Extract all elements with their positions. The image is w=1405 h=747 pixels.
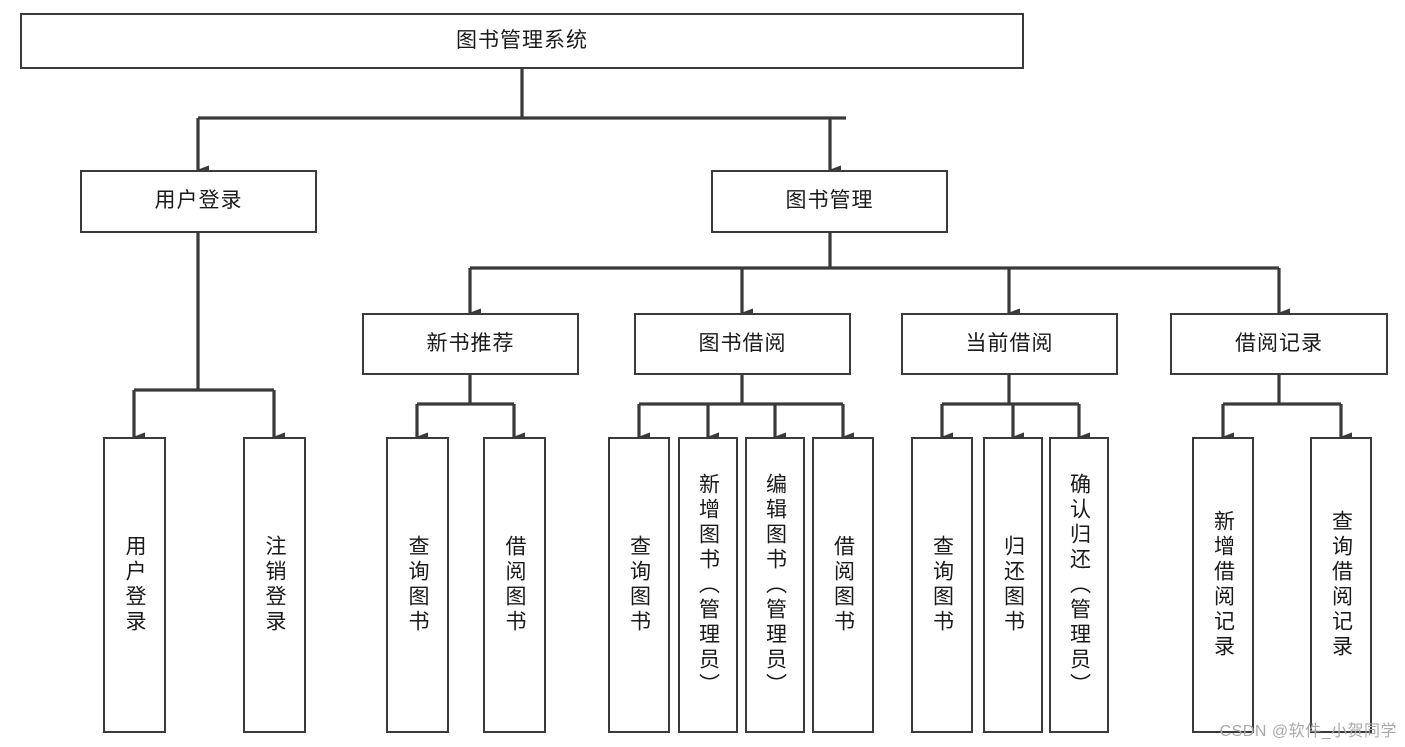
node-leaf-user-logout-label: 注销登录 [263,535,286,635]
node-leaf-user-login-label: 用户登录 [123,535,146,635]
node-leaf-current-query-book[interactable]: 查询图书 [911,437,973,733]
node-leaf-add-book-admin-label: 新增图书（管理员） [696,472,720,698]
node-leaf-return-book-label: 归还图书 [1001,535,1025,635]
node-book-borrow[interactable]: 图书借阅 [634,313,851,375]
node-leaf-borrow-book[interactable]: 借阅图书 [812,437,874,733]
node-user-login-label: 用户登录 [154,189,243,213]
node-leaf-add-borrow-record[interactable]: 新增借阅记录 [1192,437,1254,733]
node-leaf-query-borrow-record-label: 查询借阅记录 [1329,510,1353,660]
node-book-management[interactable]: 图书管理 [711,170,948,233]
node-current-borrow-label: 当前借阅 [965,331,1054,355]
node-leaf-confirm-return-admin-label: 确认归还（管理员） [1067,472,1091,698]
node-leaf-confirm-return-admin[interactable]: 确认归还（管理员） [1049,437,1109,733]
node-book-borrow-label: 图书借阅 [698,331,787,355]
node-leaf-new-query-book-label: 查询图书 [406,535,429,635]
node-leaf-new-query-book[interactable]: 查询图书 [386,437,449,733]
node-current-borrow[interactable]: 当前借阅 [901,313,1118,375]
node-leaf-new-borrow-book-label: 借阅图书 [503,535,526,635]
node-leaf-return-book[interactable]: 归还图书 [983,437,1043,733]
node-leaf-edit-book-admin-label: 编辑图书（管理员） [763,472,787,698]
node-leaf-add-book-admin[interactable]: 新增图书（管理员） [678,437,738,733]
node-leaf-new-borrow-book[interactable]: 借阅图书 [483,437,546,733]
node-leaf-borrow-book-label: 借阅图书 [831,535,855,635]
node-user-login[interactable]: 用户登录 [80,170,317,233]
node-leaf-edit-book-admin[interactable]: 编辑图书（管理员） [745,437,805,733]
node-leaf-borrow-query-book-label: 查询图书 [627,535,651,635]
node-leaf-user-login[interactable]: 用户登录 [103,437,166,733]
node-borrow-record[interactable]: 借阅记录 [1170,313,1388,375]
node-leaf-add-borrow-record-label: 新增借阅记录 [1211,510,1235,660]
node-root-label: 图书管理系统 [456,28,588,52]
node-leaf-user-logout[interactable]: 注销登录 [243,437,306,733]
node-borrow-record-label: 借阅记录 [1235,331,1323,355]
node-new-book-recommend[interactable]: 新书推荐 [362,313,579,375]
node-leaf-current-query-book-label: 查询图书 [930,535,954,635]
node-leaf-borrow-query-book[interactable]: 查询图书 [608,437,670,733]
csdn-watermark: CSDN @软件_小贺同学 [1219,723,1397,740]
node-leaf-query-borrow-record[interactable]: 查询借阅记录 [1310,437,1372,733]
node-new-book-recommend-label: 新书推荐 [426,331,515,355]
node-book-management-label: 图书管理 [785,189,874,213]
node-root[interactable]: 图书管理系统 [20,13,1024,69]
